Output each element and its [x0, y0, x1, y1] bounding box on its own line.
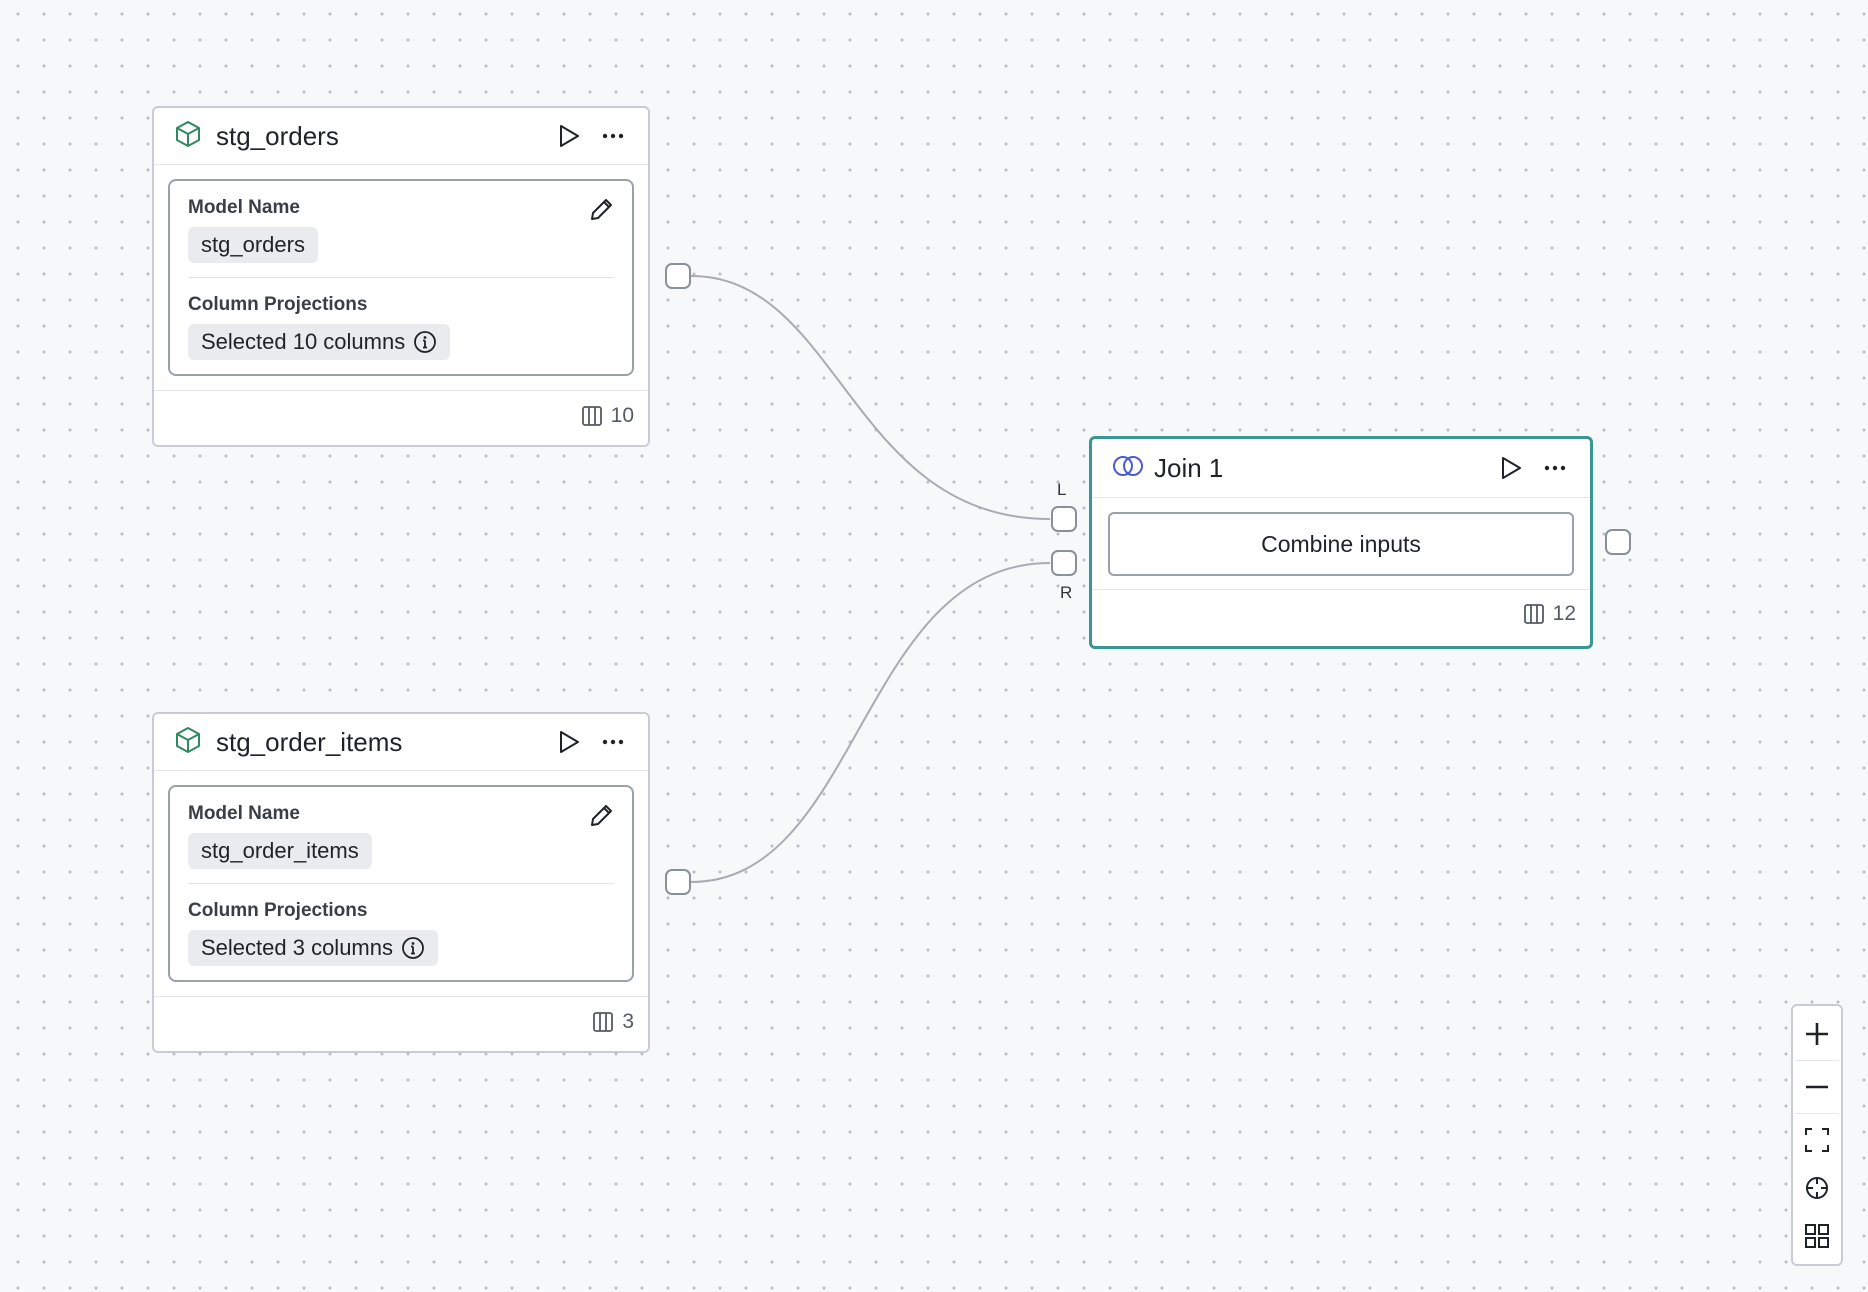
run-button[interactable] [1494, 451, 1528, 485]
divider [188, 883, 614, 884]
zoom-in-icon [1806, 1023, 1828, 1045]
node-title: Join 1 [1154, 452, 1224, 483]
more-options-button[interactable] [596, 119, 630, 153]
columns-icon [1523, 604, 1544, 624]
column-count: 3 [622, 1010, 634, 1033]
play-icon [560, 125, 579, 147]
ellipsis-icon [1544, 465, 1566, 471]
column-projections-label: Column Projections [188, 900, 368, 921]
node-title: stg_order_items [216, 726, 403, 757]
divider [1795, 1113, 1839, 1114]
input-handle-right[interactable] [1051, 550, 1077, 576]
model-name-label: Model Name [188, 197, 300, 218]
node-header: Join 1 [1092, 439, 1590, 498]
play-icon [1502, 457, 1521, 479]
left-port-label: L [1057, 480, 1067, 499]
combine-inputs-button[interactable]: Combine inputs [1108, 512, 1574, 576]
locate-icon [1806, 1177, 1828, 1199]
node-footer: 3 [154, 996, 648, 1047]
join-icon [1112, 453, 1144, 484]
divider [188, 277, 614, 278]
zoom-in-button[interactable] [1797, 1012, 1837, 1056]
column-count: 12 [1552, 602, 1576, 625]
node-header: stg_order_items [154, 714, 648, 771]
column-projections-chip[interactable]: Selected 3 columns [188, 930, 438, 966]
edge-stg-order-items-to-join-right [690, 562, 1051, 883]
minimap-button[interactable] [1797, 1214, 1837, 1258]
info-icon[interactable] [413, 330, 437, 354]
canvas-controls [1791, 1004, 1843, 1266]
zoom-out-icon [1806, 1085, 1828, 1089]
column-count: 10 [610, 404, 634, 427]
node-stg-orders[interactable]: stg_orders Model Name [152, 106, 650, 447]
model-name-value: stg_order_items [201, 838, 359, 863]
columns-icon [593, 1012, 614, 1032]
info-icon[interactable] [401, 936, 425, 960]
ellipsis-icon [602, 133, 624, 139]
column-projections-value: Selected 10 columns [201, 329, 406, 354]
zoom-out-button[interactable] [1797, 1065, 1837, 1109]
output-handle-stg-order-items[interactable] [665, 869, 691, 895]
minimap-icon [1805, 1224, 1829, 1248]
model-name-value: stg_orders [201, 232, 305, 257]
model-cube-icon [174, 725, 202, 760]
play-icon [560, 731, 579, 753]
columns-icon [581, 406, 602, 426]
node-body: Model Name stg_order_items Column Projec… [154, 771, 648, 996]
column-projections-value: Selected 3 columns [201, 935, 393, 960]
more-options-button[interactable] [1538, 451, 1572, 485]
node-stg-order-items[interactable]: stg_order_items Model Name [152, 712, 650, 1053]
node-body: Combine inputs [1092, 498, 1590, 589]
output-handle-stg-orders[interactable] [665, 263, 691, 289]
model-name-chip: stg_orders [188, 227, 318, 263]
run-button[interactable] [552, 725, 586, 759]
ellipsis-icon [602, 739, 624, 745]
divider [1795, 1060, 1839, 1061]
column-projections-chip[interactable]: Selected 10 columns [188, 324, 451, 360]
run-button[interactable] [552, 119, 586, 153]
right-port-label: R [1060, 583, 1073, 602]
model-cube-icon [174, 119, 202, 154]
model-name-chip: stg_order_items [188, 833, 372, 869]
more-options-button[interactable] [596, 725, 630, 759]
output-handle-join-1[interactable] [1605, 529, 1631, 555]
model-config-card: Model Name stg_order_items Column Projec… [168, 785, 634, 982]
model-config-card: Model Name stg_orders Column Projections… [168, 179, 634, 376]
column-projections-label: Column Projections [188, 294, 368, 315]
edge-stg-orders-to-join-left [690, 275, 1051, 520]
node-footer: 12 [1092, 589, 1590, 638]
node-footer: 10 [154, 390, 648, 441]
edit-button[interactable] [586, 195, 616, 225]
node-join-1[interactable]: Join 1 Combine inputs 12 [1089, 436, 1593, 649]
edit-button[interactable] [586, 801, 616, 831]
model-name-label: Model Name [188, 803, 300, 824]
node-title: stg_orders [216, 120, 339, 151]
pencil-icon [591, 805, 612, 826]
node-body: Model Name stg_orders Column Projections… [154, 165, 648, 390]
fit-view-button[interactable] [1797, 1118, 1837, 1162]
node-header: stg_orders [154, 108, 648, 165]
fit-view-icon [1805, 1128, 1829, 1152]
locate-button[interactable] [1797, 1166, 1837, 1210]
pencil-icon [591, 199, 612, 220]
input-handle-left[interactable] [1051, 506, 1077, 532]
